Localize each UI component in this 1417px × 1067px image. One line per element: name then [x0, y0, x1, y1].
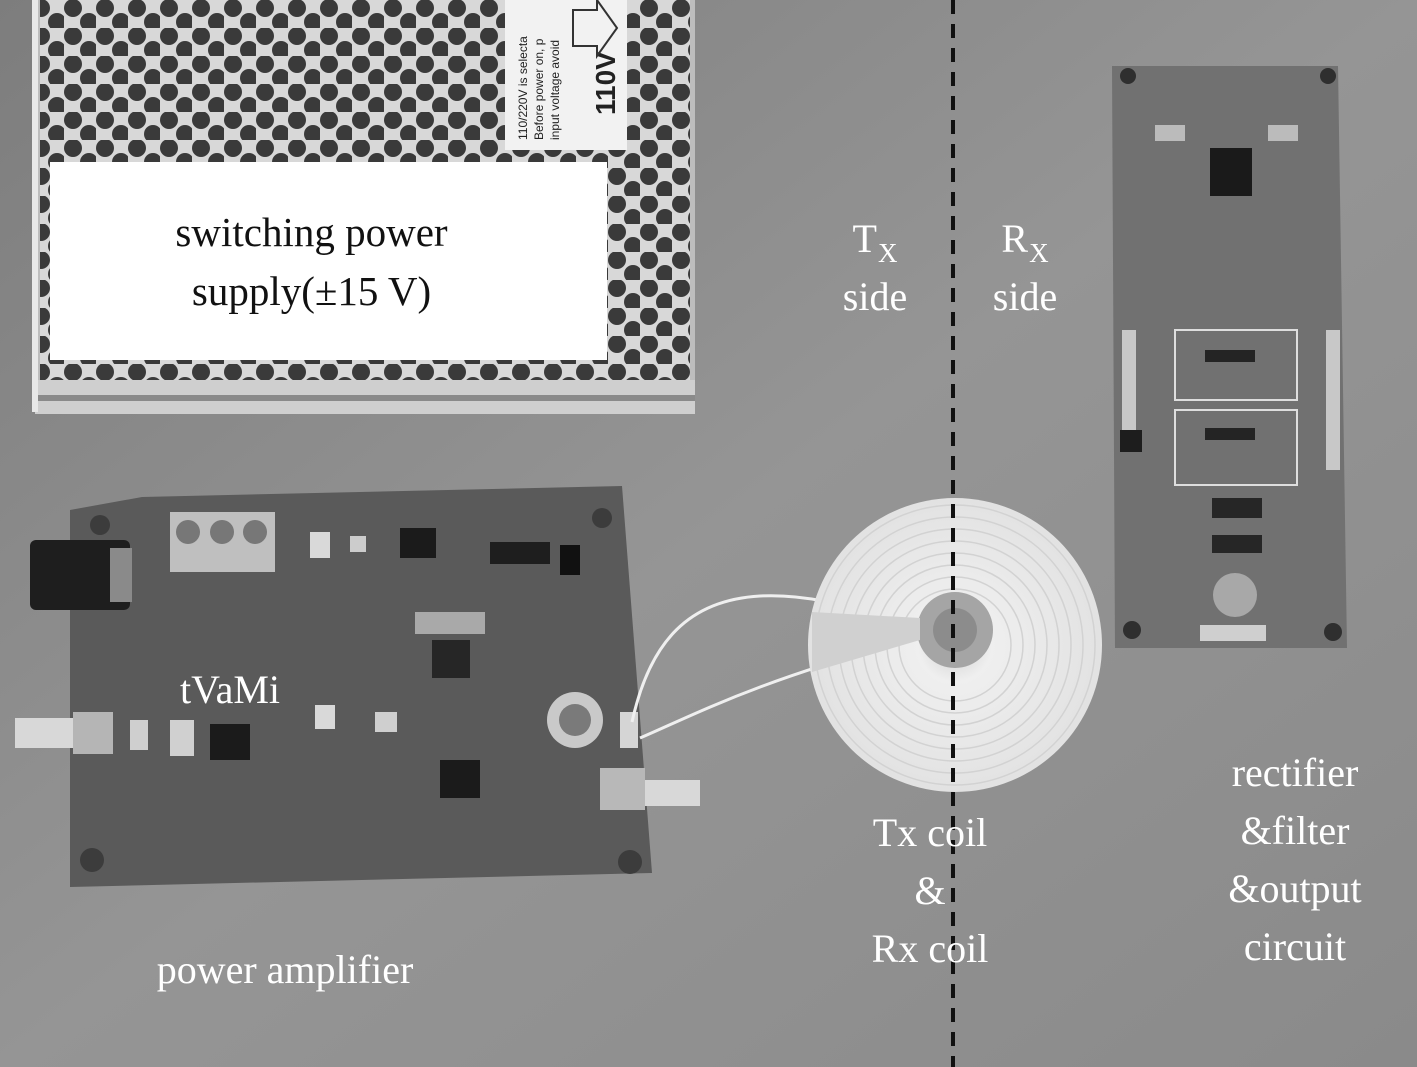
rx-side-word: side	[992, 274, 1058, 319]
power-amplifier-board	[15, 486, 700, 887]
rx-side-label: RX side	[970, 210, 1080, 326]
coil-label-line-2: &	[914, 868, 946, 913]
svg-text:input voltage avoid: input voltage avoid	[548, 40, 562, 140]
psu-label-box	[50, 162, 607, 360]
pcb-silkscreen-text: tVaMi	[180, 667, 280, 712]
coil-label: Tx coil & Rx coil	[840, 804, 1020, 978]
rectifier-label-line-4: circuit	[1243, 924, 1347, 969]
coil-label-line-3: Rx coil	[871, 926, 989, 971]
tx-side-symbol: TX	[852, 216, 898, 268]
sticker-voltage: 110V	[590, 51, 621, 115]
svg-text:Before power on, p: Before power on, p	[532, 38, 546, 140]
power-amplifier-label: power amplifier	[156, 947, 414, 992]
psu-label-line-2: supply(±15 V)	[191, 268, 432, 315]
psu-voltage-sticker: 110V 110/220V is selecta Before power on…	[505, 0, 627, 150]
rectifier-label-line-1: rectifier	[1231, 750, 1359, 795]
tx-side-word: side	[842, 274, 908, 319]
tx-side-label: TX side	[820, 210, 930, 326]
rectifier-label-line-3: &output	[1228, 866, 1362, 911]
rx-side-symbol: RX	[1001, 216, 1049, 268]
psu-label: switching power supply(±15 V)	[50, 203, 573, 322]
svg-text:110/220V is selecta: 110/220V is selecta	[516, 36, 530, 140]
psu-label-line-1: switching power	[175, 209, 448, 255]
coil-label-line-1: Tx coil	[872, 810, 988, 855]
rectifier-label-line-2: &filter	[1240, 808, 1350, 853]
rectifier-label: rectifier &filter &output circuit	[1200, 744, 1390, 976]
rectifier-board	[1112, 66, 1347, 648]
